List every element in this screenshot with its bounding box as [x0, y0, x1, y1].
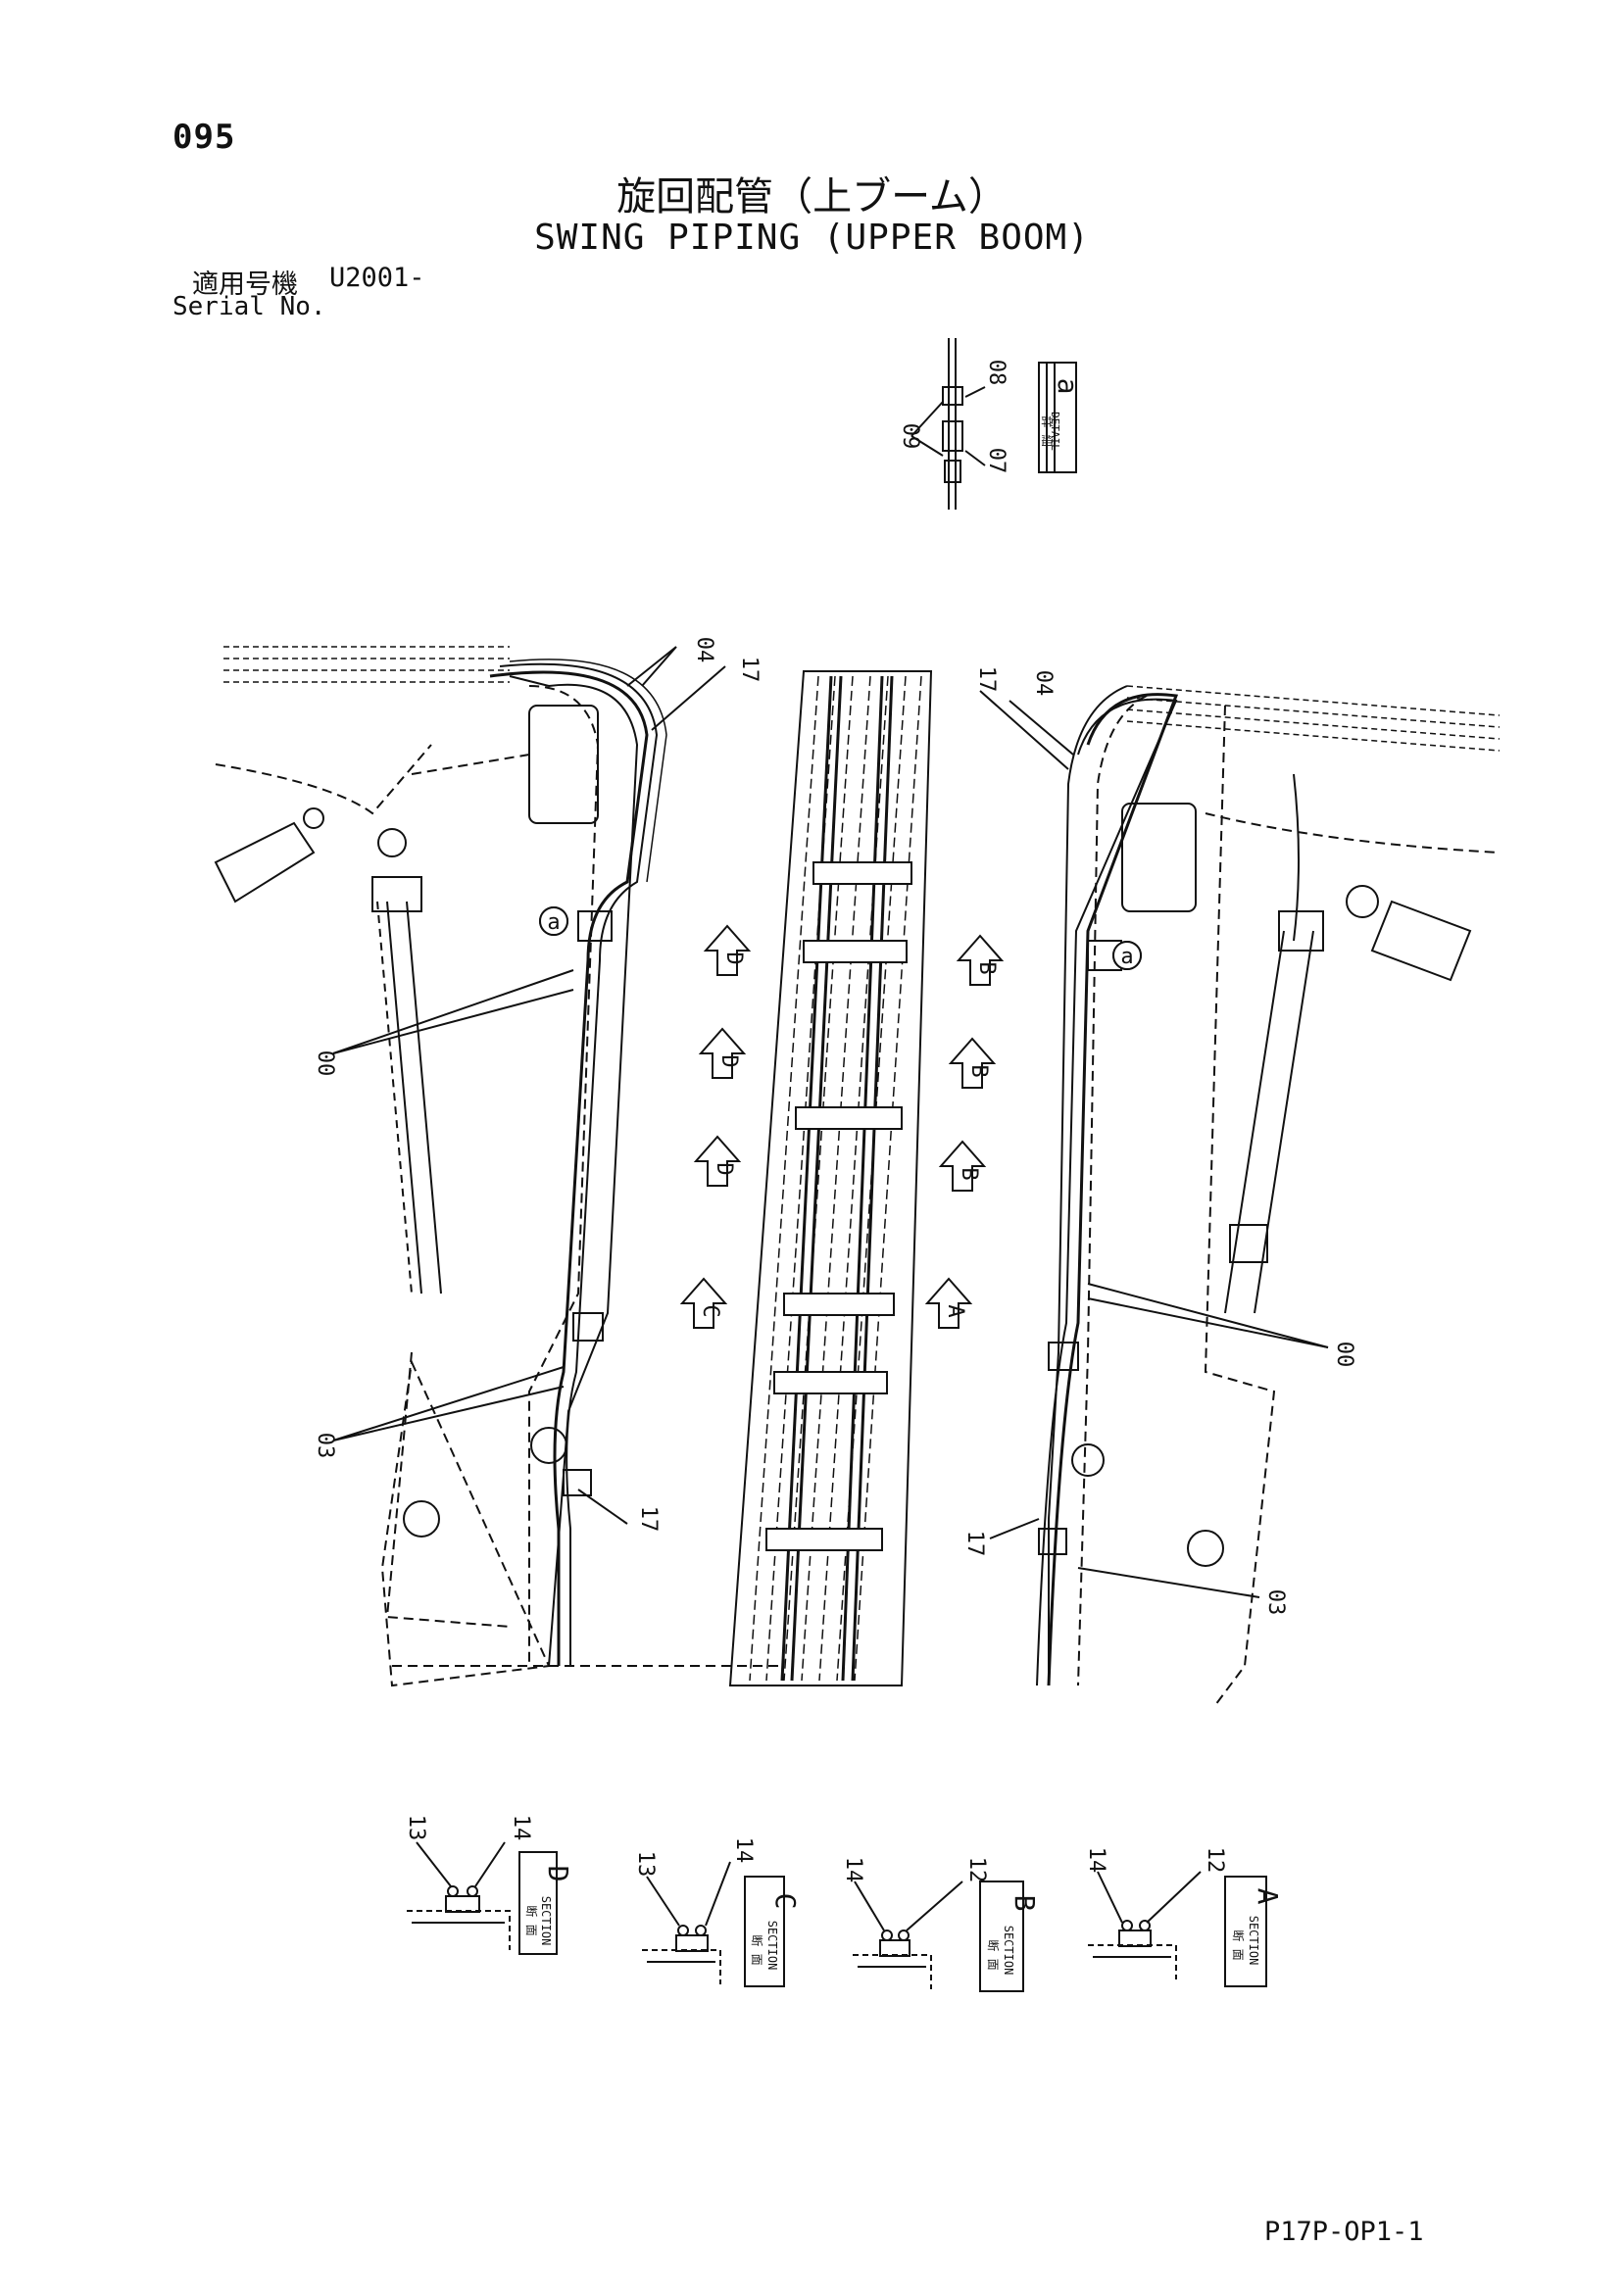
section-d-en: SECTION: [539, 1896, 553, 1946]
section-c-part-14: 14: [731, 1837, 756, 1864]
section-c-part-13: 13: [633, 1851, 658, 1878]
left-callout-03: 03: [313, 1433, 337, 1459]
section-b-part-14: 14: [841, 1857, 865, 1883]
detail-label-en: DETAIL: [1049, 412, 1061, 451]
right-callout-00: 00: [1332, 1342, 1356, 1368]
section-d-letter: D: [542, 1866, 574, 1882]
left-callout-17-top: 17: [737, 657, 762, 683]
section-a-jp: 断 面: [1231, 1930, 1246, 1960]
section-arrow-b-3: B: [957, 1167, 981, 1180]
right-callout-04: 04: [1031, 670, 1056, 697]
serial-label-japanese: 適用号機: [192, 269, 298, 300]
left-detail-marker: [539, 906, 568, 936]
section-d-part-13: 13: [404, 1815, 428, 1841]
section-b-jp: 断 面: [986, 1939, 1001, 1970]
section-arrows: [679, 924, 1005, 1329]
right-detail-marker: [1112, 941, 1142, 970]
detail-letter: a: [1052, 378, 1084, 395]
section-b-view: [853, 1881, 1024, 1992]
section-c-view: [642, 1861, 785, 1987]
section-c-en: SECTION: [765, 1921, 779, 1971]
serial-value: U2001-: [329, 263, 425, 293]
detail-part-07: 07: [984, 448, 1009, 474]
detail-label-jp: 詳 細: [1040, 415, 1055, 446]
section-a-letter: A: [1252, 1888, 1284, 1905]
center-piping-strip: [728, 670, 933, 1686]
section-c-letter: C: [769, 1893, 802, 1910]
detail-part-09: 09: [898, 423, 922, 450]
left-callout-00: 00: [313, 1050, 337, 1077]
section-d-jp: 断 面: [524, 1905, 539, 1935]
left-boom-view: [214, 646, 784, 1687]
left-callout-04: 04: [692, 637, 716, 663]
section-a-part-12: 12: [1203, 1847, 1227, 1874]
detail-part-08: 08: [984, 360, 1009, 386]
section-a-view: [1088, 1871, 1267, 1987]
right-callout-03: 03: [1263, 1589, 1288, 1616]
left-detail-letter: a: [547, 910, 560, 935]
section-a-en: SECTION: [1247, 1916, 1260, 1966]
section-arrow-c: C: [698, 1304, 722, 1317]
title-japanese: 旋回配管（上ブーム）: [616, 174, 1008, 220]
left-callout-17-bottom: 17: [636, 1506, 661, 1533]
section-arrow-b-1: B: [974, 961, 999, 974]
section-d-part-14: 14: [509, 1815, 533, 1841]
section-c-jp: 断 面: [750, 1934, 764, 1965]
section-b-letter: B: [1009, 1895, 1041, 1912]
right-detail-letter: a: [1120, 945, 1133, 969]
section-arrow-d-3: D: [712, 1162, 736, 1175]
serial-label-english: Serial No.: [172, 292, 326, 321]
drawing-code: P17P-OP1-1: [1264, 2217, 1424, 2247]
section-arrow-b-2: B: [966, 1064, 991, 1077]
title-english: SWING PIPING (UPPER BOOM): [534, 218, 1090, 258]
section-b-en: SECTION: [1002, 1926, 1015, 1976]
right-boom-view: [979, 685, 1501, 1706]
detail-a-view: [910, 338, 1077, 510]
section-arrow-d-1: D: [721, 952, 746, 964]
right-callout-17-top: 17: [974, 666, 999, 693]
page-number: 095: [172, 118, 236, 157]
section-a-part-14: 14: [1084, 1847, 1108, 1874]
section-d-view: [407, 1841, 558, 1955]
right-callout-17-bottom: 17: [962, 1531, 987, 1557]
section-arrow-a: A: [943, 1304, 967, 1317]
section-arrow-d-2: D: [716, 1054, 741, 1067]
section-b-part-12: 12: [964, 1857, 989, 1883]
